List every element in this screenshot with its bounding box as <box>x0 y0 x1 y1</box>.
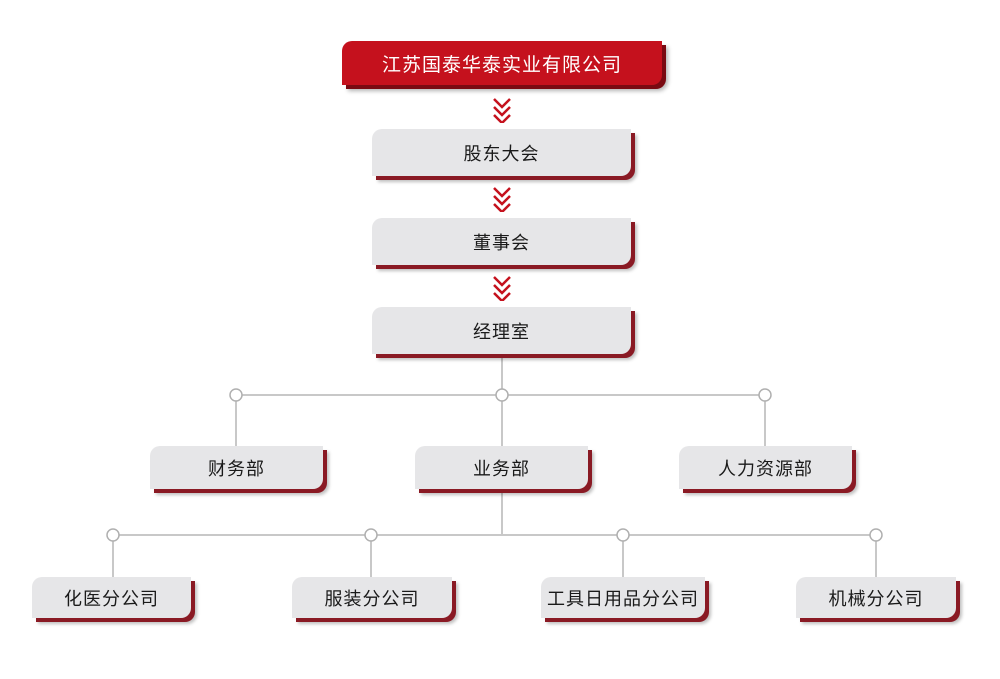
node-dot <box>364 528 378 542</box>
chevron-down-icon <box>493 276 511 301</box>
tools-household-branch-box: 工具日用品分公司 <box>541 577 705 618</box>
chevron-down-icon <box>493 187 511 212</box>
apparel-branch-label: 服装分公司 <box>324 588 420 610</box>
hr-dept-box: 人力资源部 <box>679 446 852 489</box>
apparel-branch-box: 服装分公司 <box>292 577 452 618</box>
manager-office-box: 经理室 <box>372 307 631 354</box>
board-of-directors-box: 董事会 <box>372 218 631 265</box>
node-dot <box>758 388 772 402</box>
chem-medical-branch-box: 化医分公司 <box>32 577 191 618</box>
board-of-directors-label: 董事会 <box>473 232 530 254</box>
shareholders-meeting-box: 股东大会 <box>372 129 631 176</box>
node-dot <box>229 388 243 402</box>
node-dot <box>616 528 630 542</box>
company-label: 江苏国泰华泰实业有限公司 <box>381 53 622 76</box>
machinery-branch-box: 机械分公司 <box>796 577 956 618</box>
machinery-branch-label: 机械分公司 <box>828 588 924 610</box>
business-dept-box: 业务部 <box>415 446 588 489</box>
finance-dept-label: 财务部 <box>208 458 265 480</box>
business-dept-label: 业务部 <box>473 458 530 480</box>
chem-medical-branch-label: 化医分公司 <box>64 588 159 610</box>
shareholders-meeting-label: 股东大会 <box>463 143 540 165</box>
hr-dept-label: 人力资源部 <box>718 458 813 480</box>
node-dot <box>869 528 883 542</box>
finance-dept-box: 财务部 <box>150 446 323 489</box>
node-dot <box>106 528 120 542</box>
tools-household-branch-label: 工具日用品分公司 <box>547 588 699 610</box>
node-dot <box>495 388 509 402</box>
manager-office-label: 经理室 <box>473 321 530 343</box>
chevron-down-icon <box>493 98 511 123</box>
company-box: 江苏国泰华泰实业有限公司 <box>342 41 662 85</box>
